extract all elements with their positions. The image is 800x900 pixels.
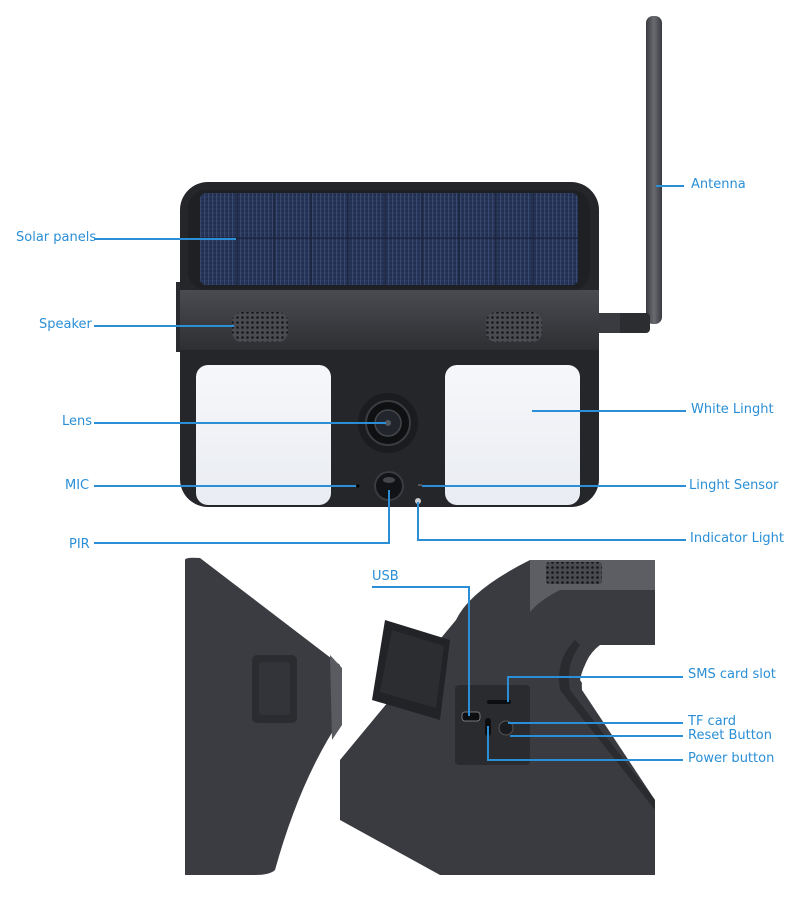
- callout-line-lens: [94, 422, 386, 424]
- label-indicator-light: Indicator Light: [690, 531, 785, 546]
- port-detail-view: [340, 560, 655, 875]
- callout-line-tf: [508, 722, 683, 724]
- callout-line-speaker: [94, 325, 234, 327]
- callout-line-usb-v: [468, 586, 470, 716]
- antenna-part: [598, 16, 662, 333]
- callout-line-light-sensor: [422, 485, 686, 487]
- label-reset-button: Reset Button: [688, 728, 772, 743]
- callout-line-reset: [510, 735, 683, 737]
- callout-line-solar-panels: [94, 238, 236, 240]
- label-antenna: Antenna: [691, 177, 746, 192]
- callout-line-sms-v: [507, 676, 509, 702]
- label-usb: USB: [372, 569, 399, 584]
- callout-line-usb-h: [372, 586, 470, 588]
- callout-line-mic: [94, 485, 356, 487]
- callout-line-indicator-h: [417, 539, 686, 541]
- label-speaker: Speaker: [39, 317, 92, 332]
- label-power-button: Power button: [688, 751, 775, 766]
- side-view: [185, 557, 342, 875]
- callout-line-pir-h: [94, 542, 390, 544]
- callout-line-sms-h: [507, 676, 683, 678]
- callout-line-indicator-v: [417, 502, 419, 541]
- callout-line-white-light: [532, 410, 686, 412]
- label-lens: Lens: [62, 414, 93, 429]
- label-mic: MIC: [65, 478, 90, 493]
- label-light-sensor: Linght Sensor: [689, 478, 779, 493]
- camera-housing: [176, 182, 599, 507]
- label-solar-panels: Solar panels: [16, 230, 97, 245]
- label-tf-card: TF card: [688, 714, 737, 729]
- callout-line-power-h: [487, 759, 683, 761]
- callout-line-antenna: [656, 185, 684, 187]
- callout-line-power-v: [487, 726, 489, 761]
- label-white-light: White Linght: [691, 402, 774, 417]
- label-sms-card-slot: SMS card slot: [688, 667, 776, 682]
- callout-line-pir-v: [388, 490, 390, 544]
- label-pir: PIR: [69, 537, 90, 552]
